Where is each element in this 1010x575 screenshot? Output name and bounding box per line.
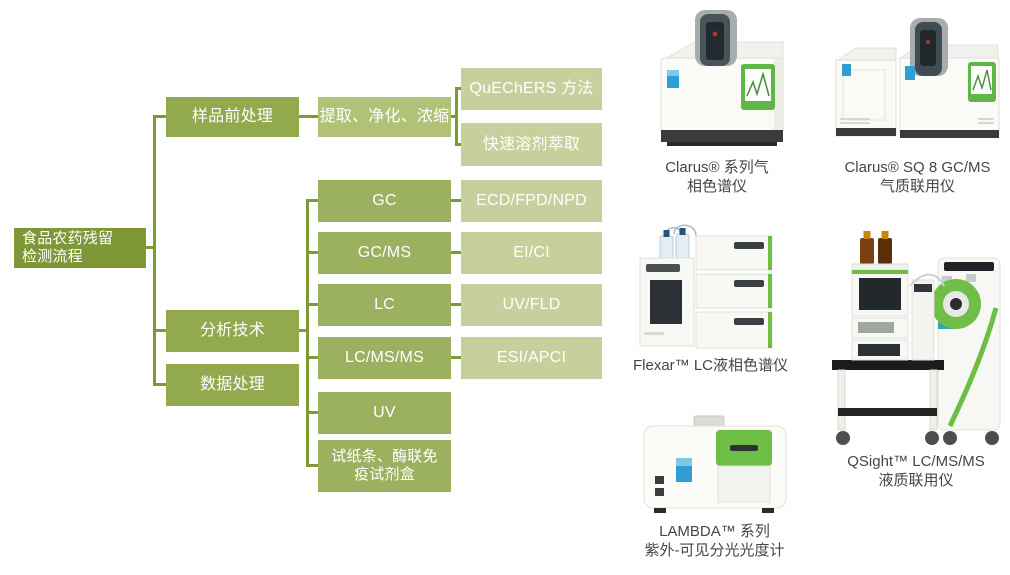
instrument-caption-clarus-gc: Clarus® 系列气 相色谱仪 — [665, 159, 769, 196]
instrument-lambda-uvvis — [638, 412, 792, 518]
node-lc: LC — [318, 284, 451, 326]
connector-lcmsms — [306, 356, 318, 359]
instrument-clarus-gc — [643, 4, 791, 156]
qsight-image — [832, 231, 1001, 445]
connector-test-strip — [306, 464, 318, 467]
connector-gcms — [306, 251, 318, 254]
instrument-qsight-lcmsms — [826, 212, 1006, 448]
node-ase: 快速溶剂萃取 — [461, 123, 602, 166]
connector-trunk-2 — [455, 87, 458, 146]
connector-trunk-1 — [153, 115, 156, 386]
connector-eici — [451, 251, 461, 254]
node-pretreatment: 样品前处理 — [166, 97, 299, 137]
connector-analysis — [153, 329, 166, 332]
connector-ase — [455, 143, 461, 146]
clarus-sq8-image — [835, 18, 1000, 138]
instrument-caption-flexar: Flexar™ LC液相色谱仪 — [632, 357, 789, 374]
connector-uvfld — [451, 303, 461, 306]
node-esi-apci: ESI/APCI — [461, 337, 602, 379]
connector-process — [299, 115, 318, 118]
node-analysis: 分析技术 — [166, 310, 299, 352]
instrument-caption-clarus-sq8: Clarus® SQ 8 GC/MS 气质联用仪 — [844, 159, 991, 196]
connector-pretreatment — [153, 115, 166, 118]
flexar-lc-image — [639, 224, 773, 349]
node-uv-fld: UV/FLD — [461, 284, 602, 326]
node-process: 提取、净化、浓缩 — [318, 97, 451, 137]
node-lcmsms: LC/MS/MS — [318, 337, 451, 379]
node-root: 食品农药残留 检测流程 — [14, 228, 146, 268]
clarus-gc-image — [660, 10, 784, 146]
connector-uv — [306, 411, 318, 414]
connector-gc — [306, 199, 318, 202]
connector-lc — [306, 303, 318, 306]
connector-quechers — [455, 87, 461, 90]
connector-data-processing — [153, 383, 166, 386]
node-gcms: GC/MS — [318, 232, 451, 274]
node-test-strip: 试纸条、酶联免 疫试剂盒 — [318, 440, 451, 492]
instrument-caption-qsight: QSight™ LC/MS/MS 液质联用仪 — [847, 453, 985, 490]
node-ecd-fpd-npd: ECD/FPD/NPD — [461, 180, 602, 222]
connector-ecd — [451, 199, 461, 202]
node-uv: UV — [318, 392, 451, 434]
instrument-clarus-sq8-gcms — [830, 18, 1005, 156]
instrument-flexar-lc — [636, 220, 778, 352]
lambda-image — [643, 415, 787, 513]
connector-analysis-out — [299, 329, 309, 332]
node-data-processing: 数据处理 — [166, 364, 299, 406]
connector-process-out — [451, 115, 458, 118]
connector-root — [146, 246, 155, 249]
connector-trunk-3 — [306, 199, 309, 467]
node-gc: GC — [318, 180, 451, 222]
node-quechers: QuEChERS 方法 — [461, 68, 602, 110]
node-ei-ci: EI/CI — [461, 232, 602, 274]
instrument-caption-lambda: LAMBDA™ 系列 紫外-可见分光光度计 — [644, 523, 785, 560]
connector-esiapci — [451, 356, 461, 359]
